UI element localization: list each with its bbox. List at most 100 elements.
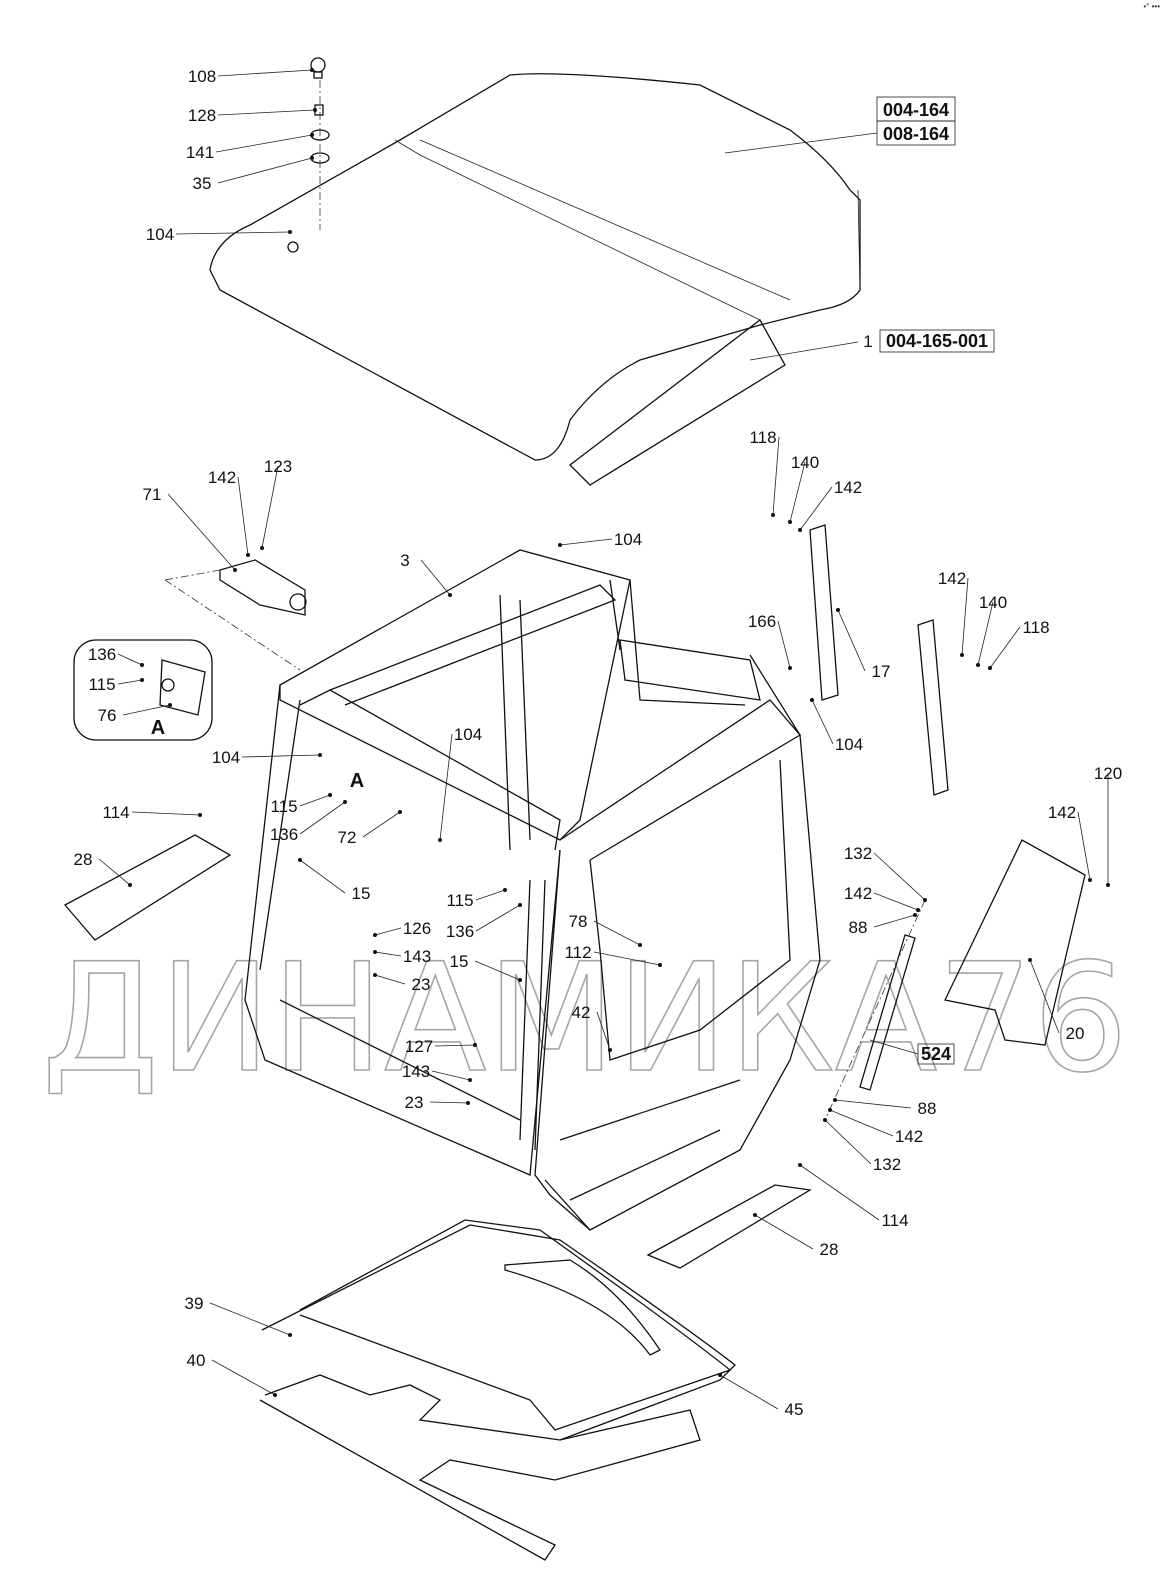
fastener-dot bbox=[343, 800, 347, 804]
fastener-dot bbox=[260, 546, 264, 550]
leader-line bbox=[299, 801, 346, 835]
leader-line bbox=[834, 1099, 912, 1109]
callout-label: 142 bbox=[834, 478, 862, 497]
fastener-dot bbox=[373, 950, 377, 954]
leader-line bbox=[211, 1359, 276, 1396]
callout-label: 140 bbox=[979, 593, 1007, 612]
fastener-dot bbox=[246, 553, 250, 557]
callout-label: 35 bbox=[193, 174, 212, 193]
callout-label: 45 bbox=[785, 1400, 804, 1419]
side-trims bbox=[809, 524, 949, 796]
side-panel bbox=[944, 839, 1086, 1046]
fastener-dot bbox=[960, 653, 964, 657]
leader-line bbox=[719, 1374, 779, 1410]
callout-label: 120 bbox=[1094, 764, 1122, 783]
fastener-dot bbox=[313, 108, 317, 112]
callout-label: 118 bbox=[1022, 618, 1049, 637]
leader-line bbox=[474, 960, 521, 981]
fastener-dot bbox=[288, 230, 292, 234]
callout-label: 20 bbox=[1066, 1024, 1085, 1043]
fastener-dot bbox=[608, 1048, 612, 1052]
boxed-refs: 004-164 008-164 1 004-165-001 524 bbox=[724, 96, 995, 1065]
callout-label: A bbox=[350, 770, 364, 792]
callout-label: 39 bbox=[185, 1294, 204, 1313]
callout-label: 115 bbox=[270, 797, 297, 816]
leader-line bbox=[429, 1101, 469, 1104]
fastener-dot bbox=[810, 698, 814, 702]
leader-line bbox=[989, 626, 1021, 669]
fastener-dot bbox=[798, 528, 802, 532]
leader-line bbox=[811, 699, 834, 745]
callout-label: 123 bbox=[264, 457, 292, 476]
leader-line bbox=[772, 436, 780, 516]
fastener-dot bbox=[310, 68, 314, 72]
roof-panel bbox=[209, 73, 861, 486]
leader-line bbox=[217, 157, 313, 184]
callout-label: 128 bbox=[188, 106, 216, 125]
leader-line bbox=[439, 733, 453, 841]
leader-line bbox=[829, 1109, 894, 1137]
leader-line bbox=[1029, 959, 1060, 1034]
fastener-dot bbox=[718, 1373, 722, 1377]
fastener-dot bbox=[503, 888, 507, 892]
fastener-dot bbox=[318, 753, 322, 757]
fastener-dot bbox=[1106, 883, 1110, 887]
step-covers bbox=[63, 834, 812, 1269]
leader-line bbox=[217, 109, 316, 116]
fastener-dot bbox=[310, 156, 314, 160]
callout-label: 115 bbox=[446, 891, 473, 910]
leader-line bbox=[837, 609, 866, 672]
leader-line bbox=[117, 653, 143, 666]
leader-line bbox=[237, 476, 249, 556]
fastener-dot bbox=[373, 973, 377, 977]
fastener-dot bbox=[448, 593, 452, 597]
fastener-dot bbox=[771, 513, 775, 517]
leader-line bbox=[362, 811, 401, 838]
callout-label: 115 bbox=[88, 675, 115, 694]
fastener-dot bbox=[398, 810, 402, 814]
fastener-dot bbox=[140, 663, 144, 667]
fastener-dot bbox=[913, 913, 917, 917]
fastener-dot bbox=[298, 858, 302, 862]
leader-line bbox=[209, 1302, 291, 1336]
leader-line bbox=[420, 559, 451, 596]
leader-line bbox=[799, 486, 833, 531]
fastener-dot bbox=[976, 663, 980, 667]
leader-line bbox=[593, 951, 661, 966]
fastener-dot bbox=[518, 978, 522, 982]
leader-line bbox=[475, 889, 506, 901]
fastener-dot bbox=[916, 908, 920, 912]
leader-line bbox=[799, 1164, 880, 1221]
fastener-dot bbox=[438, 838, 442, 842]
callout-label: 114 bbox=[102, 803, 129, 822]
fastener-dot bbox=[288, 1333, 292, 1337]
fastener-dot bbox=[923, 898, 927, 902]
fastener-dot bbox=[273, 1393, 277, 1397]
callout-label: 78 bbox=[569, 912, 588, 931]
fastener-dot bbox=[518, 903, 522, 907]
fastener-dot bbox=[798, 1163, 802, 1167]
detail-a-mirror bbox=[73, 639, 213, 741]
callout-label: 88 bbox=[849, 918, 868, 937]
callout-label: 23 bbox=[405, 1093, 424, 1112]
fastener-dot bbox=[558, 543, 562, 547]
fastener-dot bbox=[466, 1101, 470, 1105]
leader-line bbox=[1077, 811, 1091, 881]
leader-line bbox=[217, 69, 313, 77]
ref-524: 524 bbox=[921, 1044, 951, 1064]
leader-lines bbox=[98, 68, 1110, 1410]
leader-line bbox=[98, 858, 131, 886]
lamp-assembly bbox=[164, 559, 307, 671]
leader-line bbox=[434, 1044, 476, 1047]
callout-label: 108 bbox=[188, 67, 216, 86]
callout-label: 42 bbox=[572, 1003, 591, 1022]
ref-004-164: 004-164 bbox=[883, 100, 949, 120]
leader-line bbox=[374, 974, 406, 985]
leader-line bbox=[241, 754, 321, 758]
leader-line bbox=[122, 704, 171, 716]
fastener-dot bbox=[373, 933, 377, 937]
leader-line bbox=[593, 920, 641, 946]
callout-label: 142 bbox=[208, 468, 236, 487]
leader-line bbox=[777, 620, 791, 669]
